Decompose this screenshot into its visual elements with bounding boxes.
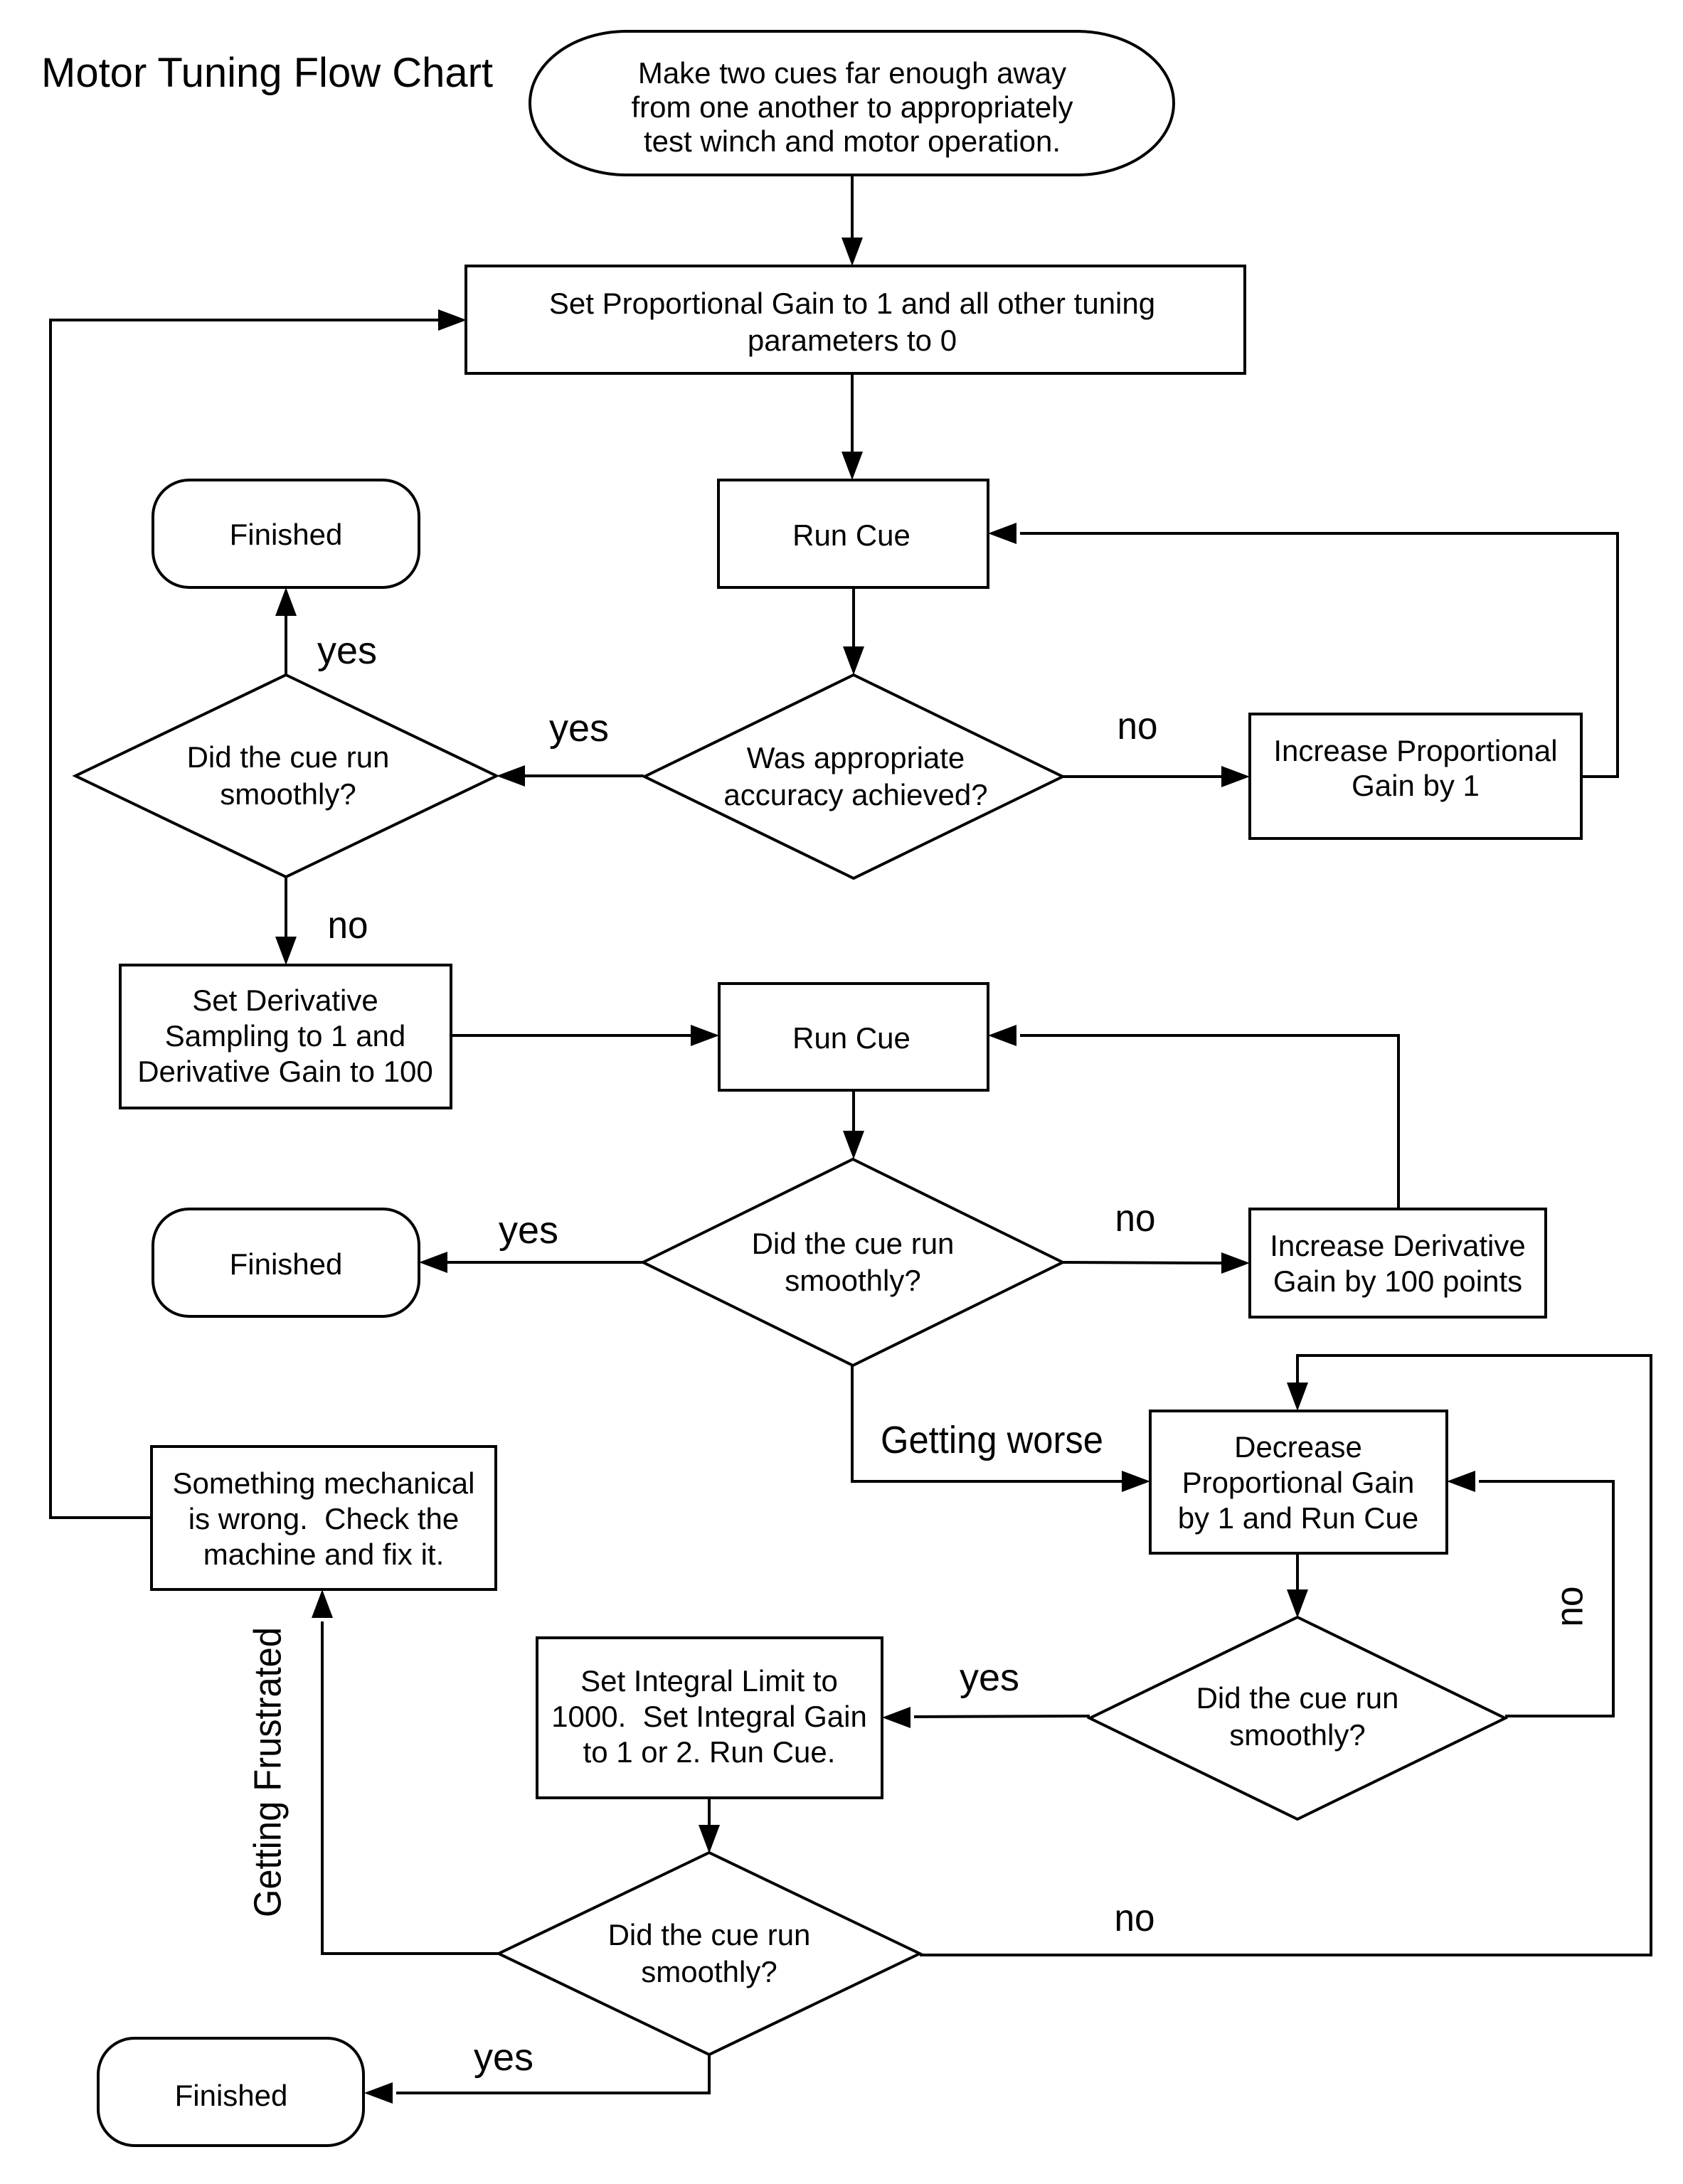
svg-text:Did the cue run: Did the cue run [752, 1227, 955, 1260]
svg-text:Finished: Finished [230, 1247, 343, 1281]
svg-text:Getting worse: Getting worse [881, 1419, 1103, 1461]
svg-text:Something mechanical: Something mechanical [173, 1466, 475, 1500]
svg-text:Derivative Gain to 100: Derivative Gain to 100 [137, 1055, 433, 1088]
svg-text:Finished: Finished [230, 518, 343, 551]
svg-text:Did the cue run: Did the cue run [1196, 1681, 1399, 1715]
svg-text:Getting Frustrated: Getting Frustrated [246, 1627, 289, 1917]
svg-text:yes: yes [960, 1656, 1019, 1699]
svg-text:by 1 and Run Cue: by 1 and Run Cue [1178, 1501, 1419, 1535]
svg-text:Finished: Finished [175, 2079, 288, 2112]
svg-text:Did the cue run: Did the cue run [608, 1918, 811, 1951]
svg-text:machine and fix it.: machine and fix it. [203, 1538, 445, 1571]
svg-text:Decrease: Decrease [1234, 1430, 1362, 1464]
svg-text:yes: yes [474, 2036, 533, 2079]
svg-text:no: no [1548, 1587, 1591, 1627]
svg-text:from one another to appropriat: from one another to appropriately [631, 90, 1073, 124]
svg-text:Make two cues far enough away: Make two cues far enough away [638, 56, 1066, 90]
svg-text:Run Cue: Run Cue [792, 518, 910, 552]
svg-text:to 1 or 2. Run Cue.: to 1 or 2. Run Cue. [583, 1735, 836, 1769]
svg-text:parameters to 0: parameters to 0 [748, 324, 957, 357]
svg-text:yes: yes [499, 1209, 558, 1252]
svg-text:Sampling to 1 and: Sampling to 1 and [165, 1019, 406, 1053]
svg-text:is wrong. Check the: is wrong. Check the [189, 1502, 460, 1535]
svg-text:Set Proportional Gain to 1 and: Set Proportional Gain to 1 and all other… [549, 287, 1155, 320]
svg-text:Gain by 100 points: Gain by 100 points [1273, 1264, 1522, 1298]
svg-text:test winch and motor operation: test winch and motor operation. [644, 124, 1061, 158]
svg-text:smoothly?: smoothly? [785, 1264, 920, 1297]
svg-text:Increase Proportional: Increase Proportional [1273, 734, 1557, 767]
svg-text:accuracy achieved?: accuracy achieved? [723, 778, 987, 811]
svg-text:no: no [1117, 705, 1158, 747]
svg-text:Increase Derivative: Increase Derivative [1270, 1229, 1525, 1262]
svg-text:1000. Set Integral Gain: 1000. Set Integral Gain [551, 1700, 867, 1733]
svg-text:yes: yes [317, 629, 377, 672]
svg-text:Gain by 1: Gain by 1 [1352, 769, 1480, 802]
svg-text:smoothly?: smoothly? [641, 1955, 777, 1988]
svg-text:no: no [1115, 1897, 1155, 1939]
svg-text:Motor Tuning Flow Chart: Motor Tuning Flow Chart [41, 50, 493, 96]
svg-text:smoothly?: smoothly? [220, 777, 356, 811]
svg-text:no: no [1115, 1197, 1156, 1240]
svg-text:Proportional Gain: Proportional Gain [1182, 1466, 1415, 1499]
svg-text:Was appropriate: Was appropriate [747, 741, 965, 774]
svg-text:smoothly?: smoothly? [1229, 1718, 1365, 1752]
svg-text:Did the cue run: Did the cue run [187, 740, 390, 774]
svg-text:Set Integral Limit to: Set Integral Limit to [580, 1664, 838, 1698]
svg-text:no: no [328, 904, 368, 947]
svg-text:Run Cue: Run Cue [792, 1021, 910, 1055]
svg-text:yes: yes [549, 707, 609, 750]
svg-text:Set Derivative: Set Derivative [192, 984, 378, 1017]
